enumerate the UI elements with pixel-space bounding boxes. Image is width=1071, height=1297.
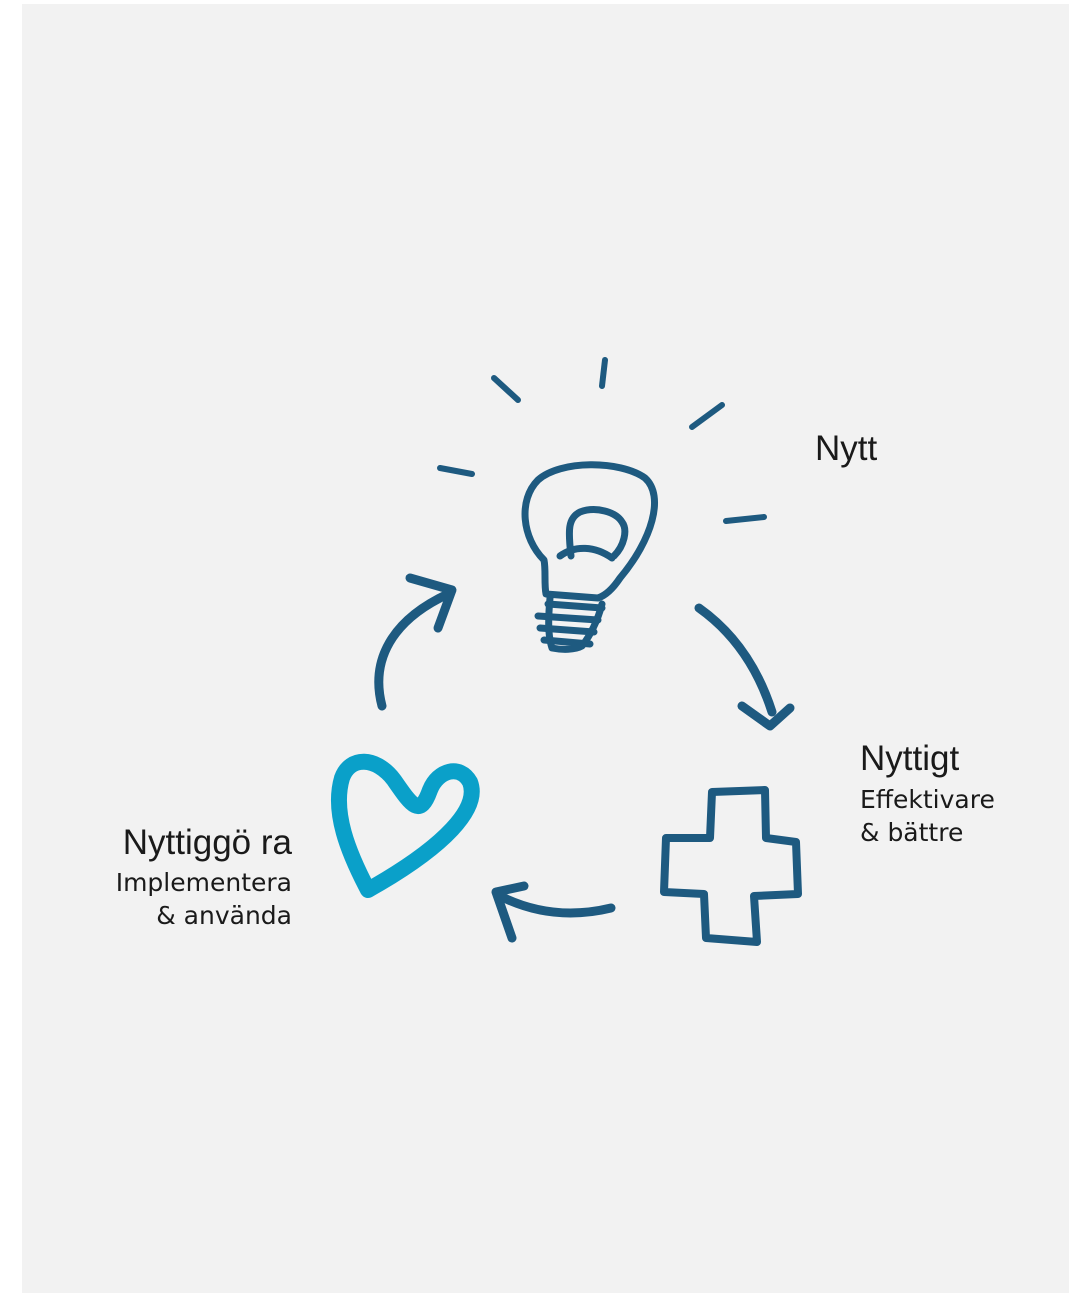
node-subtitle-nyttiggora: Implementera & använda [116, 866, 292, 932]
node-subtitle-line: Implementera [115, 868, 292, 897]
heart-icon [331, 753, 480, 898]
node-subtitle-line: & bättre [860, 818, 964, 847]
lightbulb-icon [521, 461, 659, 653]
node-title-nyttigt: Nyttigt [860, 739, 960, 778]
node-title-nyttiggora: Nyttiggö ra [122, 823, 292, 862]
node-subtitle-line: Effektivare [860, 785, 995, 814]
arrow-to-nyttiggora-icon [491, 881, 616, 943]
node-subtitle-line: & använda [156, 901, 292, 930]
node-title-nytt: Nytt [815, 429, 878, 468]
arrow-to-nyttigt-icon [694, 603, 795, 731]
arrow-to-nytt-icon [374, 573, 457, 711]
diagram-background [22, 4, 1069, 1293]
light-rays-icon [437, 357, 767, 524]
plus-cross-icon [660, 786, 802, 946]
node-subtitle-nyttigt: Effektivare & bättre [860, 783, 995, 849]
